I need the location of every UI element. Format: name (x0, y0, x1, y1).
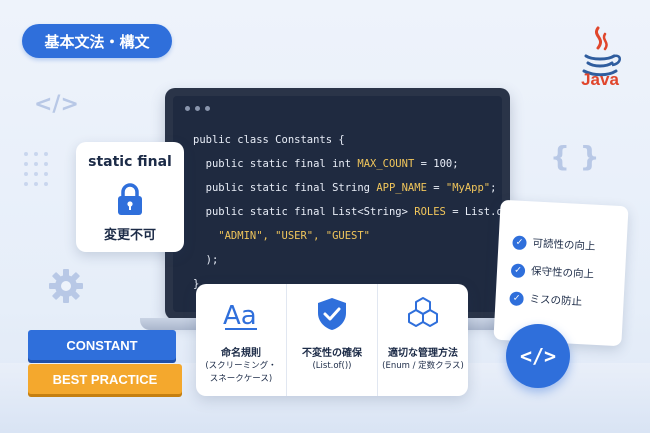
feature-title: 命名規則 (221, 348, 261, 359)
code-text: ; (490, 182, 497, 194)
cubes-icon (408, 297, 438, 327)
code-line: public static final int MAX_COUNT = 100; (193, 152, 503, 176)
feature-subtitle: (Enum / 定数クラス) (378, 360, 468, 373)
code-tag-icon: </> (506, 324, 570, 388)
checklist-text: 保守性の向上 (530, 265, 595, 281)
window-dot (205, 106, 210, 111)
dot-grid-icon (24, 152, 48, 186)
code-line: } (193, 272, 503, 296)
feature-title: 不変性の確保 (302, 348, 362, 359)
check-icon: ✓ (509, 290, 524, 306)
code-text: ); (193, 254, 219, 266)
code-identifier: ROLES (414, 206, 446, 218)
code-line: public static final String APP_NAME = "M… (193, 176, 503, 200)
checklist-card: ✓ 可読性の向上 ✓ 保守性の向上 ✓ ミスの防止 (493, 199, 629, 347)
window-dot (195, 106, 200, 111)
laptop-screen: public class Constants { public static f… (165, 88, 516, 320)
feature-immutability: 不変性の確保 (List.of()) (286, 284, 377, 396)
braces-icon: { } (550, 140, 600, 173)
java-label: Java (581, 70, 619, 89)
code-keywords: public static final int (193, 158, 358, 170)
window-dots (185, 106, 210, 111)
font-aa-icon: Aa (223, 301, 257, 331)
checklist-item: ✓ 可読性の向上 (512, 234, 596, 253)
feature-management: 適切な管理方法 (Enum / 定数クラス) (377, 284, 468, 396)
code-keywords: public static final String (193, 182, 377, 194)
feature-sub-line: (Enum / 定数クラス) (382, 361, 464, 371)
feature-subtitle: (List.of()) (287, 360, 377, 373)
svg-text:Aa: Aa (223, 301, 257, 331)
gear-icon (49, 269, 83, 303)
feature-title: 適切な管理方法 (388, 348, 458, 359)
code-editor: public class Constants { public static f… (173, 96, 516, 312)
feature-sub-line: (List.of()) (312, 361, 352, 371)
code-identifier: MAX_COUNT (357, 158, 415, 170)
code-keywords: public static final List<String> (193, 206, 415, 218)
shield-check-icon (318, 298, 346, 330)
checklist-item: ✓ 保守性の向上 (510, 262, 595, 281)
feature-sub-line: (スクリーミング・ (205, 361, 277, 371)
feature-naming: Aa 命名規則 (スクリーミング・ スネークケース) (196, 284, 286, 396)
code-line: public static final List<String> ROLES =… (193, 200, 516, 224)
code-text: } (193, 278, 200, 290)
check-icon: ✓ (510, 262, 526, 278)
code-block: public class Constants { public static f… (193, 128, 516, 296)
book-constant: CONSTANT (28, 330, 176, 360)
code-brackets-icon: </> (34, 92, 79, 117)
static-final-title: static final (88, 154, 172, 170)
features-panel: Aa 命名規則 (スクリーミング・ スネークケース) 不変性の確保 (List.… (196, 284, 468, 396)
static-final-card: static final 変更不可 (76, 142, 184, 252)
book-best-practice: BEST PRACTICE (28, 364, 182, 394)
code-line: "ADMIN", "USER", "GUEST" (193, 224, 503, 248)
checklist-item: ✓ ミスの防止 (509, 290, 582, 309)
code-string: "ADMIN", "USER", "GUEST" (193, 230, 371, 242)
code-text: = (426, 182, 446, 194)
code-identifier: APP_NAME (376, 182, 427, 194)
lock-icon (118, 183, 142, 215)
checklist-text: 可読性の向上 (532, 237, 596, 253)
window-dot (185, 106, 190, 111)
checklist-text: ミスの防止 (529, 293, 583, 309)
code-line: public class Constants { (193, 128, 503, 152)
code-string: "MyApp" (445, 182, 491, 194)
code-text: public class Constants { (193, 134, 345, 146)
feature-subtitle: (スクリーミング・ スネークケース) (196, 360, 286, 386)
code-line: ); (193, 248, 503, 272)
feature-sub-line: スネークケース) (209, 374, 273, 384)
category-tag: 基本文法・構文 (22, 24, 172, 58)
check-icon: ✓ (512, 234, 527, 250)
immutable-label: 変更不可 (103, 228, 156, 243)
java-cup-icon (582, 26, 621, 77)
code-text: = 100; (414, 158, 459, 170)
